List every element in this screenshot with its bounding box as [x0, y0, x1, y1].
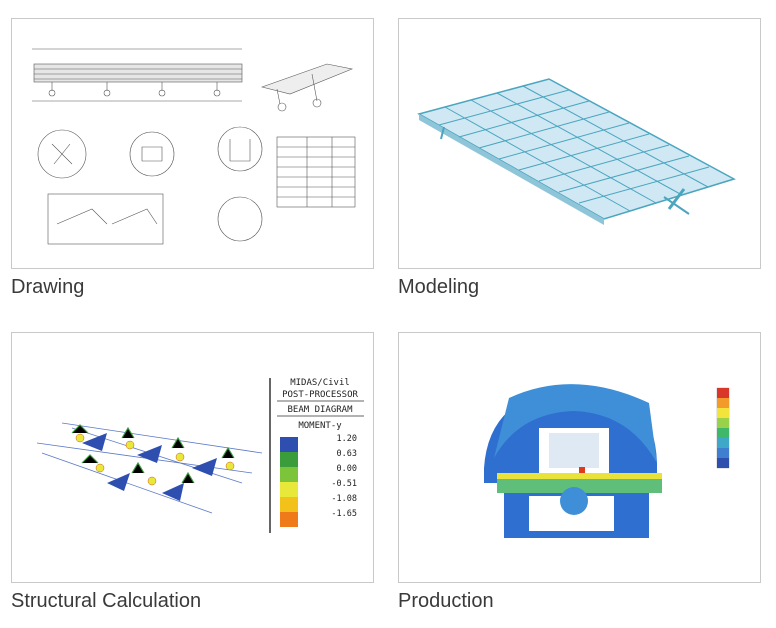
gallery-card-drawing[interactable]: Drawing — [11, 18, 374, 299]
drawing-thumbnail[interactable] — [11, 18, 374, 269]
legend-subtitle: BEAM DIAGRAM — [287, 405, 353, 415]
modeling-thumbnail[interactable] — [398, 18, 761, 269]
structural-calculation-image: MIDAS/Civil POST-PROCESSOR BEAM DIAGRAM … — [36, 378, 364, 533]
card-caption: Modeling — [398, 276, 480, 298]
legend-swatch — [280, 467, 298, 482]
card-caption: Structural Calculation — [11, 590, 202, 612]
legend-value: 1.20 — [337, 434, 357, 444]
gallery-card-modeling[interactable]: Modeling — [398, 18, 761, 299]
production-thumbnail[interactable] — [398, 332, 761, 583]
legend-swatch — [280, 482, 298, 497]
legend-value: 0.63 — [337, 449, 357, 459]
legend-swatch — [280, 497, 298, 512]
legend-title-2: POST-PROCESSOR — [282, 390, 358, 400]
card-caption: Production — [398, 590, 494, 612]
legend-value: -0.51 — [331, 479, 357, 489]
card-caption: Drawing — [11, 276, 85, 298]
modeling-image — [417, 78, 736, 225]
legend-component: MOMENT-y — [298, 421, 342, 431]
legend-swatch — [280, 512, 298, 527]
legend-swatch — [280, 437, 298, 452]
gallery-card-structural-calculation[interactable]: MIDAS/Civil POST-PROCESSOR BEAM DIAGRAM … — [11, 332, 374, 613]
legend-title-1: MIDAS/Civil — [290, 378, 350, 388]
gallery-card-production[interactable]: Production — [398, 332, 761, 613]
structural-calculation-thumbnail[interactable]: MIDAS/Civil POST-PROCESSOR BEAM DIAGRAM … — [11, 332, 374, 583]
production-image — [484, 384, 730, 538]
legend-value: -1.65 — [331, 509, 357, 519]
color-legend: MIDAS/Civil POST-PROCESSOR BEAM DIAGRAM … — [269, 378, 364, 533]
legend-value: -1.08 — [331, 494, 357, 504]
drawing-image — [32, 48, 356, 245]
legend-value: 0.00 — [337, 464, 357, 474]
legend-swatch — [280, 452, 298, 467]
